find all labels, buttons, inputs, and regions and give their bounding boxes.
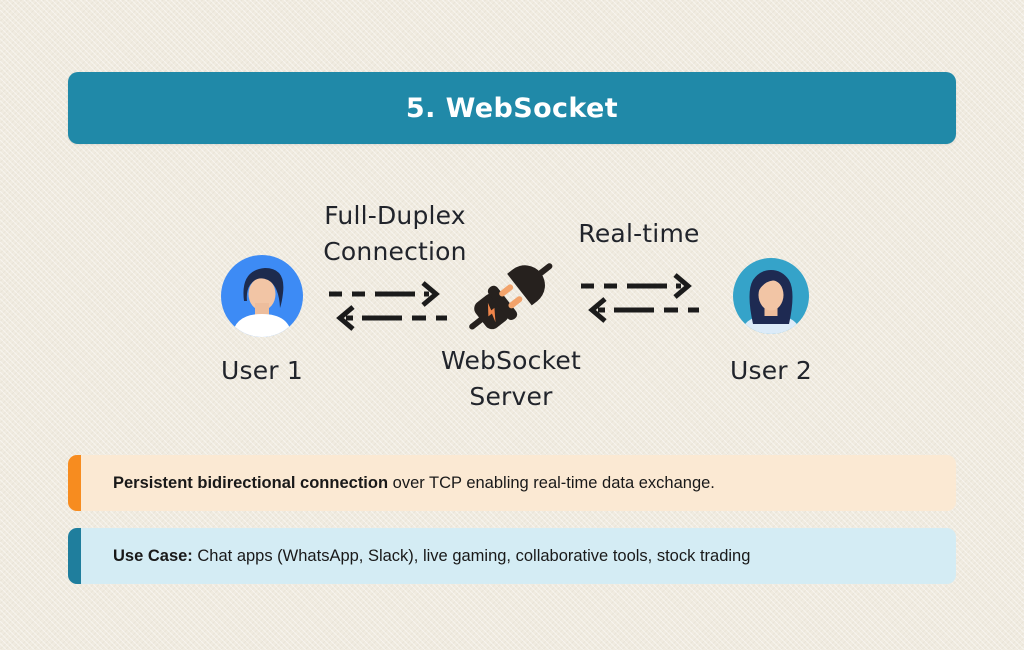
avatar-hair bbox=[243, 268, 284, 308]
user2-label: User 2 bbox=[729, 356, 813, 385]
use-case-info-box: Use Case: Chat apps (WhatsApp, Slack), l… bbox=[68, 528, 956, 584]
avatar-hair-fringe bbox=[758, 275, 785, 291]
websocket-server-label: WebSocket Server bbox=[406, 343, 616, 415]
plug-connector-icon bbox=[469, 263, 553, 330]
plug-prong-top bbox=[499, 284, 514, 297]
full-duplex-line1: Full-Duplex bbox=[324, 201, 466, 230]
description-info-box: Persistent bidirectional connection over… bbox=[68, 455, 956, 511]
use-case-text: Use Case: Chat apps (WhatsApp, Slack), l… bbox=[113, 547, 750, 566]
arrow-right-head bbox=[673, 273, 692, 299]
socket-body bbox=[507, 265, 545, 306]
plug-prong-bottom bbox=[508, 296, 523, 309]
server-label-line2: Server bbox=[469, 382, 553, 411]
male-user-avatar-icon bbox=[221, 255, 303, 337]
plug-cord-right bbox=[536, 263, 553, 277]
plug-collar bbox=[487, 285, 518, 320]
full-duplex-line2: Connection bbox=[323, 237, 467, 266]
description-rest: over TCP enabling real-time data exchang… bbox=[388, 473, 715, 492]
real-time-label: Real-time bbox=[578, 219, 700, 248]
arrow-left-head bbox=[588, 297, 607, 323]
arrow-right-head bbox=[421, 281, 440, 307]
section-title: 5. WebSocket bbox=[405, 92, 619, 124]
description-lead: Persistent bidirectional connection bbox=[113, 473, 389, 492]
use-case-lead: Use Case: bbox=[113, 546, 193, 565]
teal-accent-bar bbox=[68, 528, 81, 584]
section-header: 5. WebSocket bbox=[68, 72, 956, 144]
orange-accent-bar bbox=[68, 455, 81, 511]
server-label-line1: WebSocket bbox=[441, 346, 581, 375]
avatar-face bbox=[758, 279, 784, 311]
lightning-bolt-icon bbox=[487, 302, 496, 323]
avatar-face bbox=[248, 277, 276, 311]
use-case-rest: Chat apps (WhatsApp, Slack), live gaming… bbox=[192, 546, 751, 565]
bidirectional-dashed-arrows-icon bbox=[329, 281, 447, 331]
avatar-neck bbox=[255, 303, 269, 316]
arrow-left-head bbox=[336, 305, 355, 331]
female-user-avatar-icon bbox=[733, 258, 809, 334]
bidirectional-dashed-arrows-icon bbox=[581, 273, 699, 323]
description-text: Persistent bidirectional connection over… bbox=[113, 474, 715, 493]
full-duplex-connection-label: Full-Duplex Connection bbox=[285, 198, 505, 270]
avatar-shirt bbox=[232, 314, 292, 337]
user1-label: User 1 bbox=[220, 356, 304, 385]
